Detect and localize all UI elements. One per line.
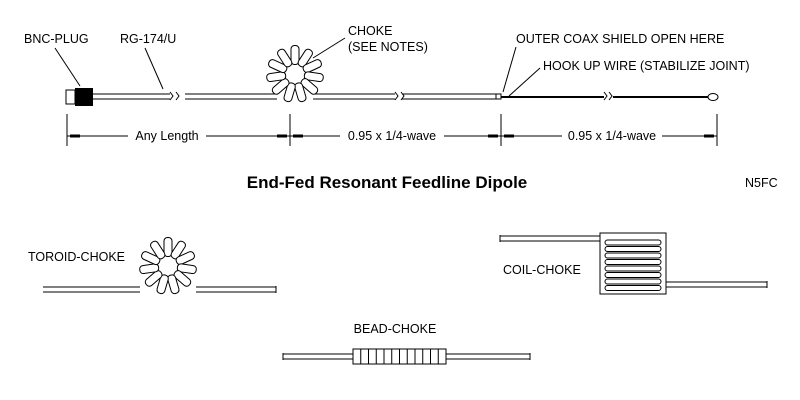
break-marks <box>169 91 613 101</box>
bead-choke <box>282 348 531 365</box>
bnc-plug <box>65 88 170 106</box>
leader-lines <box>54 37 541 97</box>
choke-label-line2: (SEE NOTES) <box>348 40 428 54</box>
quarter-wave-label-1: 0.95 x 1/4-wave <box>348 129 436 143</box>
toroid-choke-label: TOROID-CHOKE <box>28 250 125 264</box>
coil-choke-label: COIL-CHOKE <box>503 263 581 277</box>
hookup-wire <box>501 93 719 101</box>
outer-shield-label: OUTER COAX SHIELD OPEN HERE <box>516 32 724 46</box>
top-choke-toroid <box>266 45 324 103</box>
coax-feedline <box>185 93 502 100</box>
author-callsign: N5FC <box>745 176 778 190</box>
any-length-label: Any Length <box>135 129 198 143</box>
hookup-wire-label: HOOK UP WIRE (STABILIZE JOINT) <box>543 59 750 73</box>
toroid-choke-feedline <box>43 286 277 293</box>
bnc-plug-label: BNC-PLUG <box>24 32 89 46</box>
dimension-line <box>66 114 718 146</box>
quarter-wave-label-2: 0.95 x 1/4-wave <box>568 129 656 143</box>
bead-choke-label: BEAD-CHOKE <box>354 322 437 336</box>
toroid-choke <box>139 237 197 295</box>
rg174-label: RG-174/U <box>120 32 176 46</box>
diagram-title: End-Fed Resonant Feedline Dipole <box>247 173 528 192</box>
choke-label-line1: CHOKE <box>348 24 392 38</box>
coil-choke <box>499 232 768 295</box>
